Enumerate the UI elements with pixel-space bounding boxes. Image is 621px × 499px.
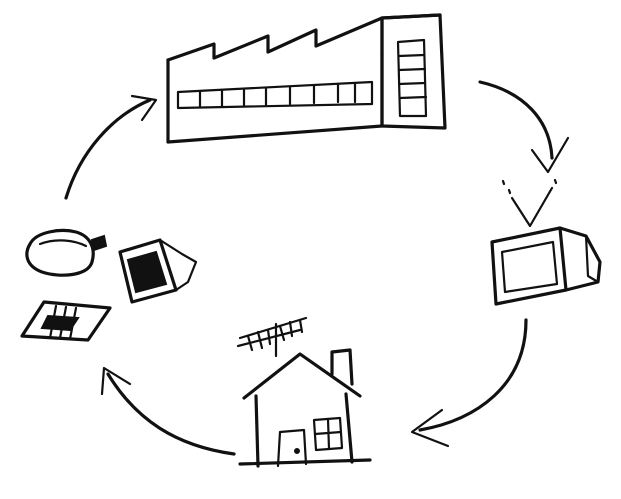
discarded-electronics-icon — [22, 231, 196, 341]
arrow-television-to-house — [412, 320, 526, 446]
factory-icon — [168, 15, 445, 142]
television-icon — [492, 180, 600, 304]
arrow-factory-to-television — [480, 82, 568, 172]
house-with-antenna-icon — [238, 318, 370, 466]
arrow-waste-to-factory — [66, 96, 156, 198]
arrow-house-to-waste — [102, 368, 234, 454]
